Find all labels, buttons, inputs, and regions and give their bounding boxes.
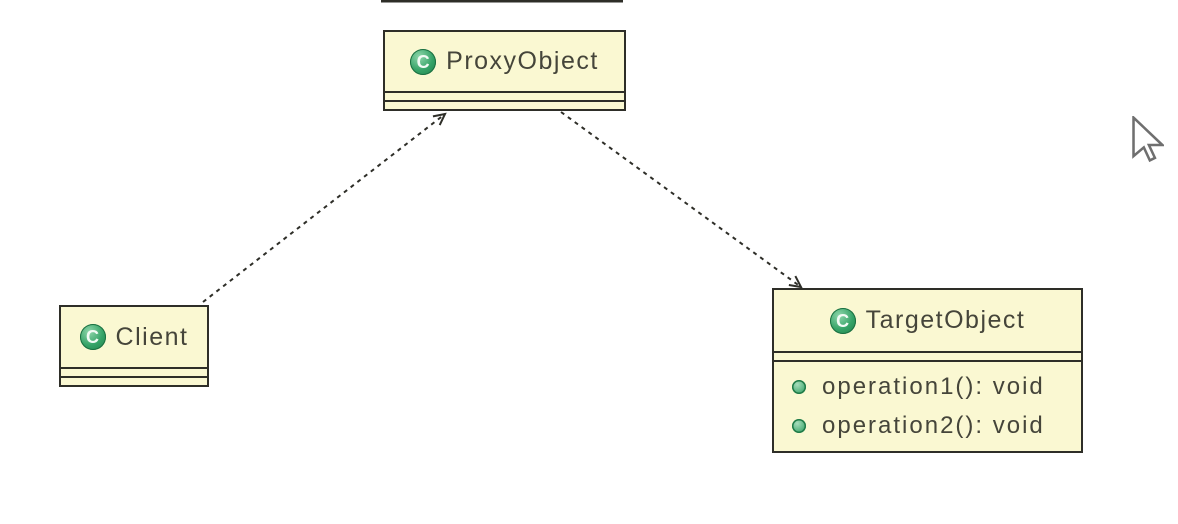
- attributes-compartment-empty: [774, 351, 1081, 360]
- class-icon: C: [79, 324, 106, 350]
- class-title-proxyobject: C ProxyObject: [385, 32, 624, 91]
- class-icon-letter: C: [416, 51, 430, 72]
- mouse-cursor-icon: [1132, 116, 1164, 163]
- dependency-arrow-client-to-proxyobject[interactable]: [202, 112, 447, 303]
- method-row-operation1[interactable]: operation1(): void: [774, 373, 1081, 401]
- attributes-compartment-empty: [385, 91, 624, 100]
- methods-compartment-empty: [61, 376, 207, 385]
- class-name-label: TargetObject: [865, 306, 1026, 334]
- methods-compartment: operation1(): void operation2(): void: [774, 360, 1081, 451]
- class-name-label: ProxyObject: [446, 47, 599, 75]
- class-name-label: Client: [115, 322, 189, 351]
- method-label: operation2(): void: [822, 412, 1045, 439]
- attributes-compartment-empty: [61, 367, 207, 376]
- method-label: operation1(): void: [822, 373, 1045, 400]
- class-icon: C: [829, 307, 856, 334]
- class-icon-letter: C: [836, 310, 850, 331]
- dependency-arrow-proxyobject-to-targetobject[interactable]: [560, 111, 803, 289]
- methods-compartment-empty: [385, 100, 624, 109]
- class-icon-letter: C: [86, 327, 100, 347]
- class-icon: C: [410, 48, 437, 75]
- method-row-operation2[interactable]: operation2(): void: [774, 412, 1081, 440]
- class-title-targetobject: C TargetObject: [774, 290, 1081, 351]
- class-title-client: C Client: [61, 307, 207, 367]
- class-box-proxyobject[interactable]: C ProxyObject: [383, 30, 626, 111]
- public-method-icon: [792, 419, 806, 433]
- public-method-icon: [792, 380, 806, 394]
- top-edge-cutoff-line: [381, 0, 623, 3]
- class-box-targetobject[interactable]: C TargetObject operation1(): void operat…: [772, 288, 1083, 453]
- class-box-client[interactable]: C Client: [59, 305, 209, 387]
